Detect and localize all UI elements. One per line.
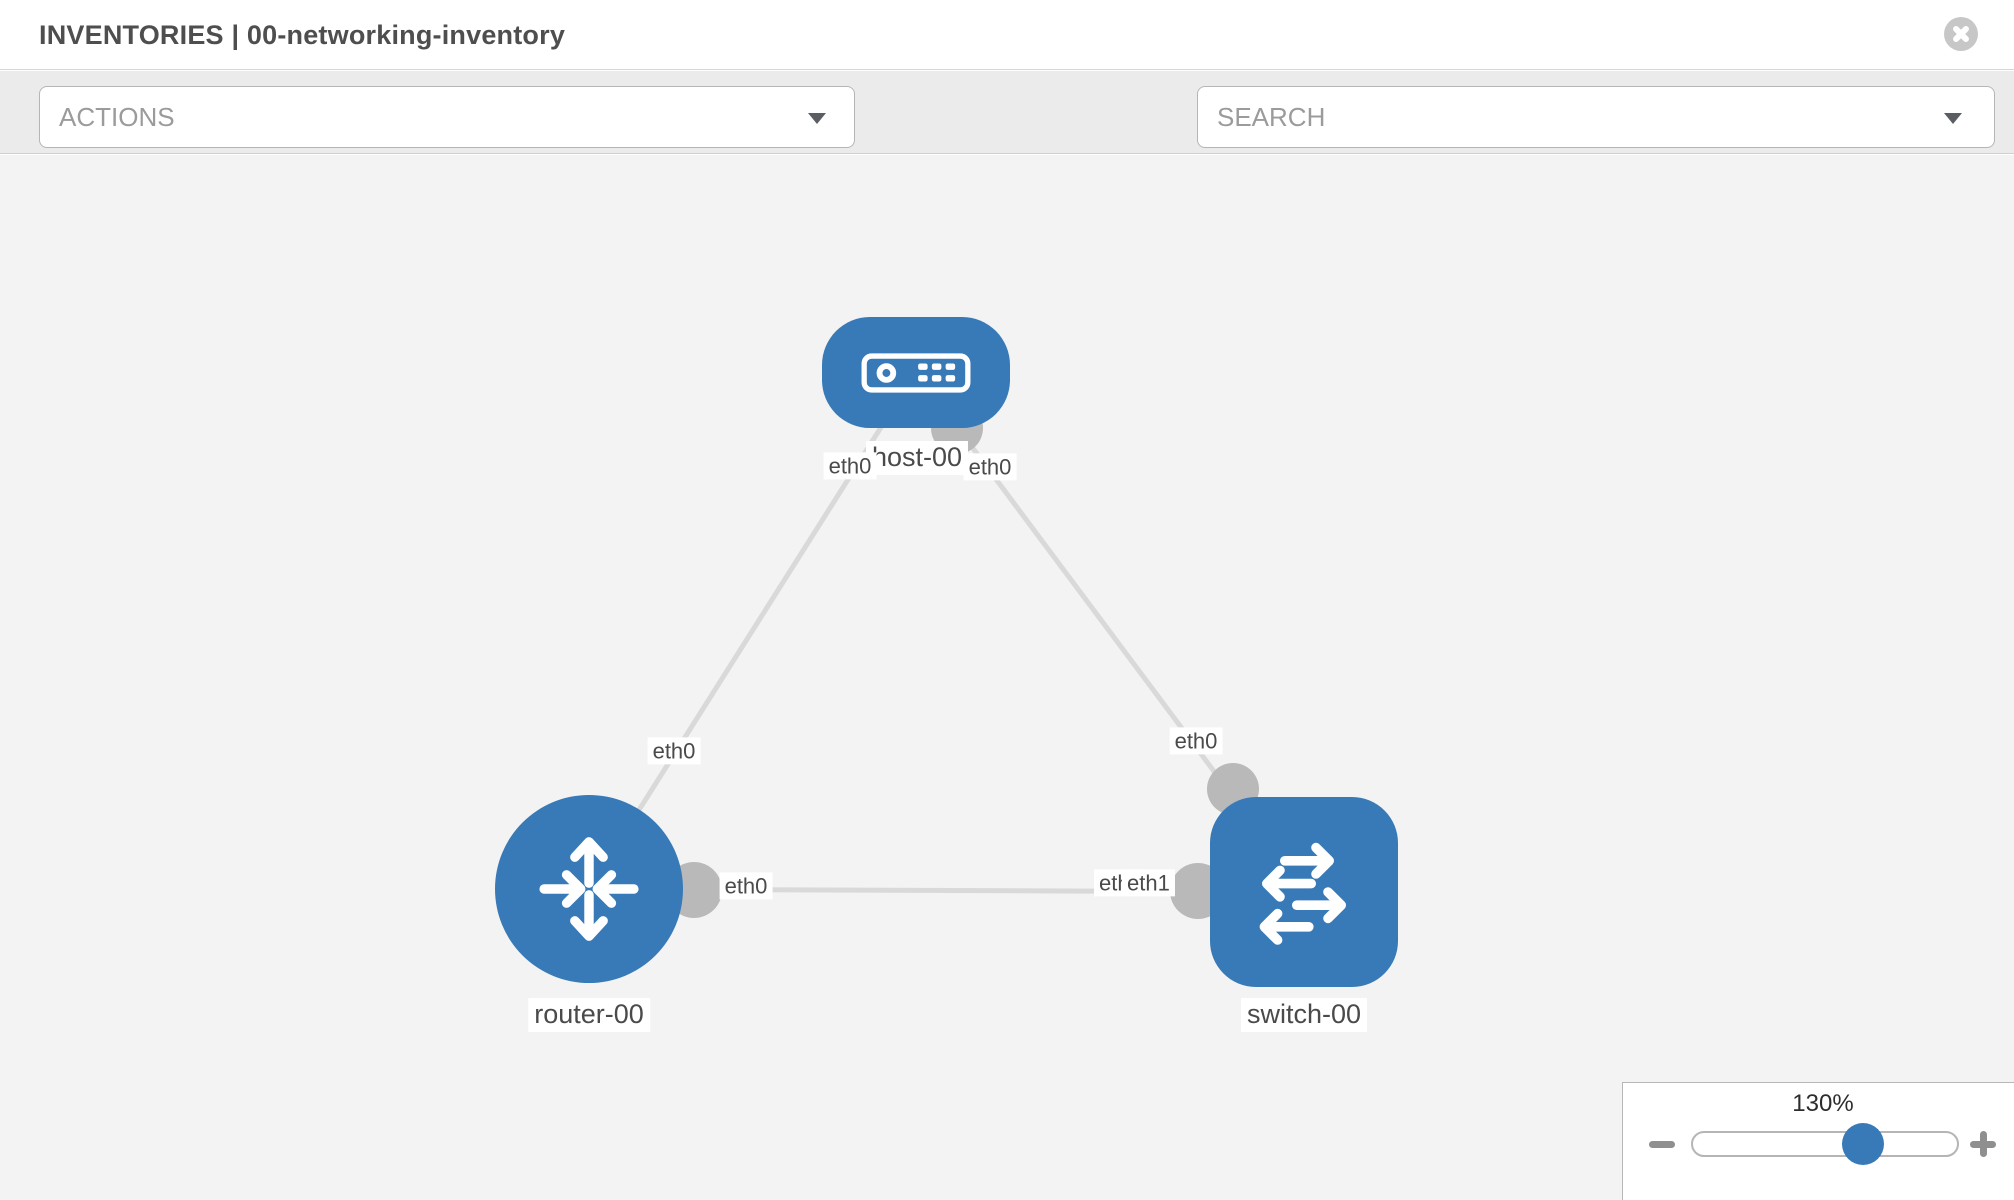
interface-label-switch-eth0-to-host: eth0 bbox=[1169, 727, 1223, 755]
plus-icon bbox=[1979, 1131, 1987, 1157]
minus-icon bbox=[1649, 1141, 1675, 1148]
node-switch-00[interactable] bbox=[1210, 797, 1398, 987]
interface-label-switch-eth1-front: eth1 bbox=[1122, 869, 1175, 897]
interface-label-router-eth0-to-switch: eth0 bbox=[719, 872, 773, 900]
node-label-switch-00: switch-00 bbox=[1240, 998, 1368, 1032]
chevron-down-icon bbox=[808, 113, 826, 124]
node-router-00[interactable] bbox=[495, 795, 683, 983]
zoom-out-button[interactable] bbox=[1645, 1127, 1679, 1161]
interface-label-host-eth0-to-router: eth0 bbox=[823, 452, 877, 480]
actions-dropdown[interactable]: ACTIONS bbox=[39, 86, 855, 148]
header: INVENTORIES | 00-networking-inventory bbox=[0, 0, 2014, 70]
search-dropdown[interactable]: SEARCH bbox=[1197, 86, 1995, 148]
router-icon bbox=[539, 837, 639, 941]
switch-icon bbox=[1259, 842, 1346, 945]
zoom-level-readout: 130% bbox=[1792, 1090, 1854, 1117]
node-host-00[interactable] bbox=[822, 317, 1010, 428]
topology-canvas[interactable]: host-00 router-00 switch-00 eth0 eth0 et… bbox=[0, 155, 2014, 1200]
zoom-slider-thumb[interactable] bbox=[1842, 1123, 1884, 1165]
node-label-host-00: host-00 bbox=[865, 441, 969, 475]
zoom-slider-track[interactable] bbox=[1691, 1131, 1959, 1157]
toolbar: ACTIONS SEARCH bbox=[0, 71, 2014, 204]
interface-label-host-eth0-to-switch: eth0 bbox=[963, 453, 1017, 481]
interface-label-router-eth0-to-host: eth0 bbox=[647, 737, 701, 765]
actions-dropdown-label: ACTIONS bbox=[59, 102, 175, 132]
host-icon bbox=[861, 352, 971, 393]
network-links-layer bbox=[586, 370, 1307, 919]
close-button[interactable] bbox=[1944, 17, 1978, 51]
zoom-in-button[interactable] bbox=[1966, 1127, 2000, 1161]
page-title: INVENTORIES | 00-networking-inventory bbox=[39, 20, 566, 50]
node-label-router-00: router-00 bbox=[528, 998, 650, 1032]
search-dropdown-label: SEARCH bbox=[1217, 102, 1326, 132]
zoom-panel: 130% bbox=[1622, 1082, 2014, 1200]
chevron-down-icon bbox=[1944, 113, 1962, 124]
